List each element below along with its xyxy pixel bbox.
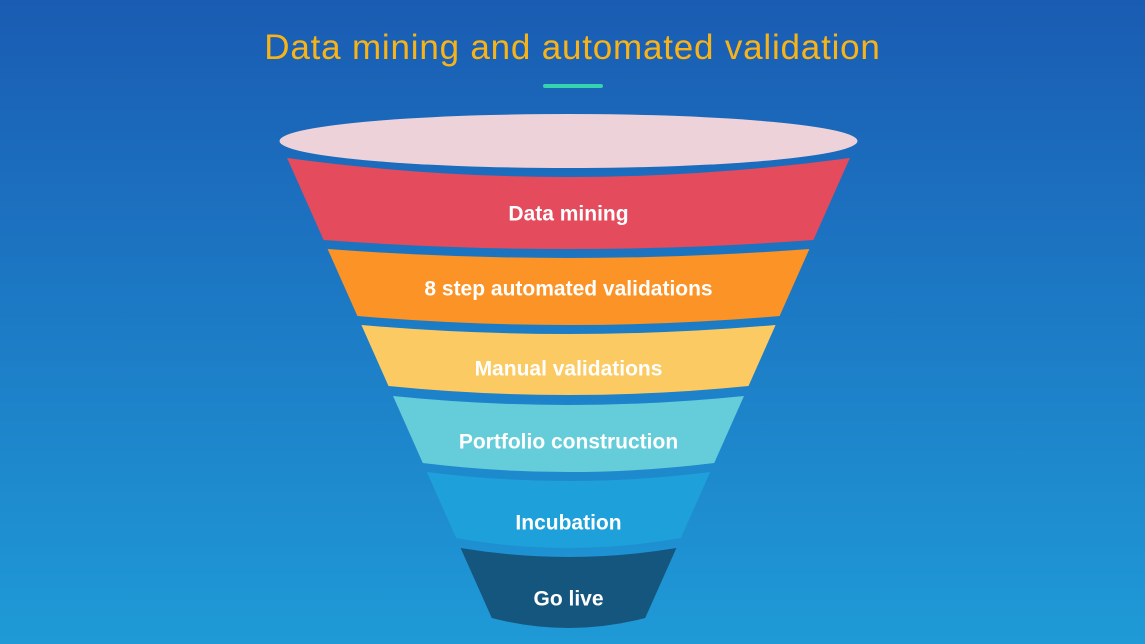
funnel-stage-label: Manual validations [475, 358, 663, 381]
funnel-stage-label: Portfolio construction [459, 431, 678, 454]
funnel-stage-portfolio-construction [393, 396, 744, 472]
funnel-stage-manual-validations [361, 325, 776, 395]
funnel-stage-8-step-automated-validations [327, 249, 810, 325]
funnel-stage-label: Data mining [508, 203, 628, 226]
funnel-stage-data-mining [287, 158, 850, 249]
header: Data mining and automated validation [0, 28, 1145, 88]
funnel-stage-go-live [460, 548, 677, 628]
title-underline [542, 84, 603, 88]
funnel-stage-label: Incubation [515, 512, 621, 535]
page-title: Data mining and automated validation [264, 28, 881, 67]
funnel-opening-ellipse [279, 114, 858, 168]
funnel-layers: Data mining 8 step automated validationsM… [279, 114, 858, 628]
funnel-stage-incubation [426, 472, 711, 548]
funnel-stage-label: Go live [533, 588, 603, 611]
funnel-stage-label: 8 step automated validations [424, 278, 712, 301]
